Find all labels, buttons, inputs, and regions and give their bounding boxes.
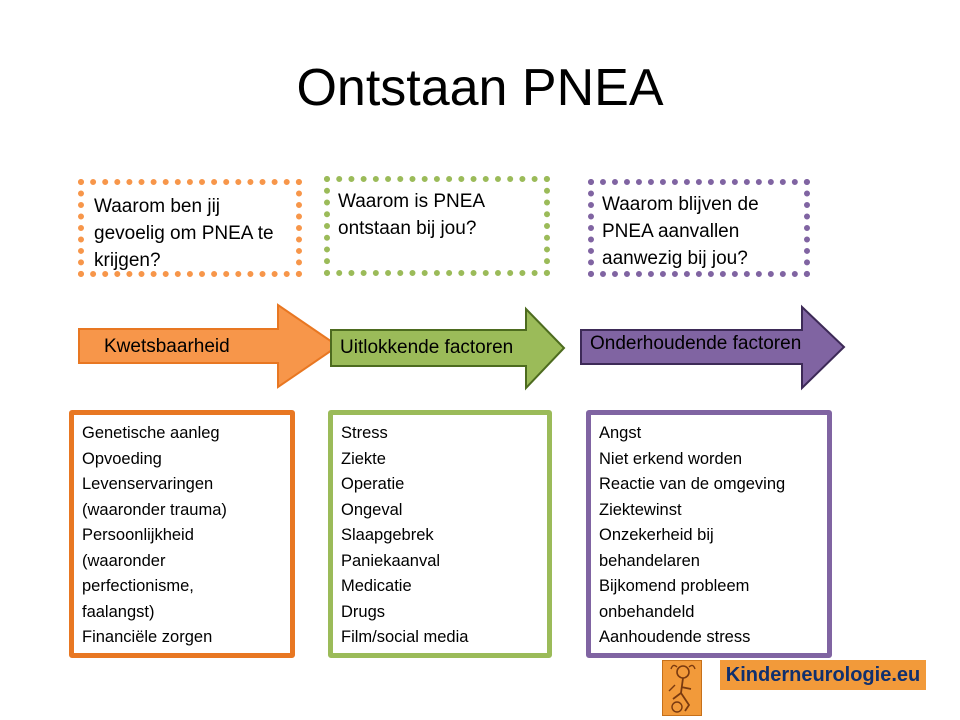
arrow-uitlokkende — [330, 306, 566, 391]
list-item: (waaronder — [82, 551, 166, 570]
question-box-maintaining: Waarom blijven de PNEA aanvallen aanwezi… — [588, 179, 810, 277]
question-box-triggers: Waarom is PNEA ontstaan bij jou? — [324, 176, 550, 276]
list-item: Bijkomend probleem — [599, 577, 750, 595]
question-text: Waarom blijven de PNEA aanvallen aanwezi… — [602, 194, 759, 269]
list-item: Paniekaanval — [341, 551, 441, 570]
arrow-kwetsbaarheid — [78, 303, 340, 389]
page-title: Ontstaan PNEA — [296, 59, 664, 117]
list-item: Ongeval — [341, 500, 403, 519]
list-item: Angst — [599, 424, 642, 442]
list-item: Film/social media — [341, 628, 469, 646]
list-item: faalangst) — [82, 602, 155, 621]
list-item: Opvoeding — [82, 449, 162, 468]
arrow-label: Uitlokkende factoren — [340, 337, 514, 358]
list-item: Financiële zorgen — [82, 628, 213, 646]
list-item: Persoonlijkheid — [82, 526, 194, 544]
list-item: onbehandeld — [599, 602, 695, 621]
list-box-vulnerability: Genetische aanleg Opvoeding Levenservari… — [69, 410, 295, 658]
kinderneurologie-logo-icon — [662, 660, 702, 716]
arrow-label: Onderhoudende factoren — [590, 333, 802, 354]
list-item: perfectionisme, — [82, 577, 194, 595]
question-text: Waarom ben jij gevoelig om PNEA te krijg… — [94, 196, 274, 271]
list-item: Slaapgebrek — [341, 526, 434, 544]
list-item: Stress — [341, 424, 388, 442]
list-item: Levenservaringen — [82, 475, 214, 493]
list-item: (waaronder trauma) — [82, 500, 227, 519]
arrow-shape — [330, 306, 566, 391]
list-item: Operatie — [341, 475, 405, 493]
list-box-maintaining: Angst Niet erkend worden Reactie van de … — [586, 410, 832, 658]
question-text: Waarom is PNEA ontstaan bij jou? — [338, 191, 485, 239]
list-item: Ziekte — [341, 449, 386, 468]
list-box-triggers: Stress Ziekte Operatie Ongeval Slaapgebr… — [328, 410, 552, 658]
list-item: Reactie van de omgeving — [599, 475, 786, 493]
arrow-onderhoudende — [580, 304, 846, 391]
brand-label: Kinderneurologie.eu — [720, 660, 926, 690]
list-item: Niet erkend worden — [599, 449, 743, 468]
question-box-vulnerability: Waarom ben jij gevoelig om PNEA te krijg… — [78, 179, 302, 277]
arrow-shape — [78, 303, 340, 389]
list-item: Onzekerheid bij — [599, 526, 714, 544]
arrow-label: Kwetsbaarheid — [104, 336, 230, 357]
list-item: Drugs — [341, 602, 386, 621]
arrow-shape — [580, 304, 846, 391]
list-item: Genetische aanleg — [82, 424, 220, 442]
list-item: behandelaren — [599, 551, 700, 570]
list-item: Aanhoudende stress — [599, 628, 751, 646]
list-item: Ziektewinst — [599, 500, 682, 519]
logo-figure-icon — [668, 664, 696, 713]
list-item: Medicatie — [341, 577, 412, 595]
